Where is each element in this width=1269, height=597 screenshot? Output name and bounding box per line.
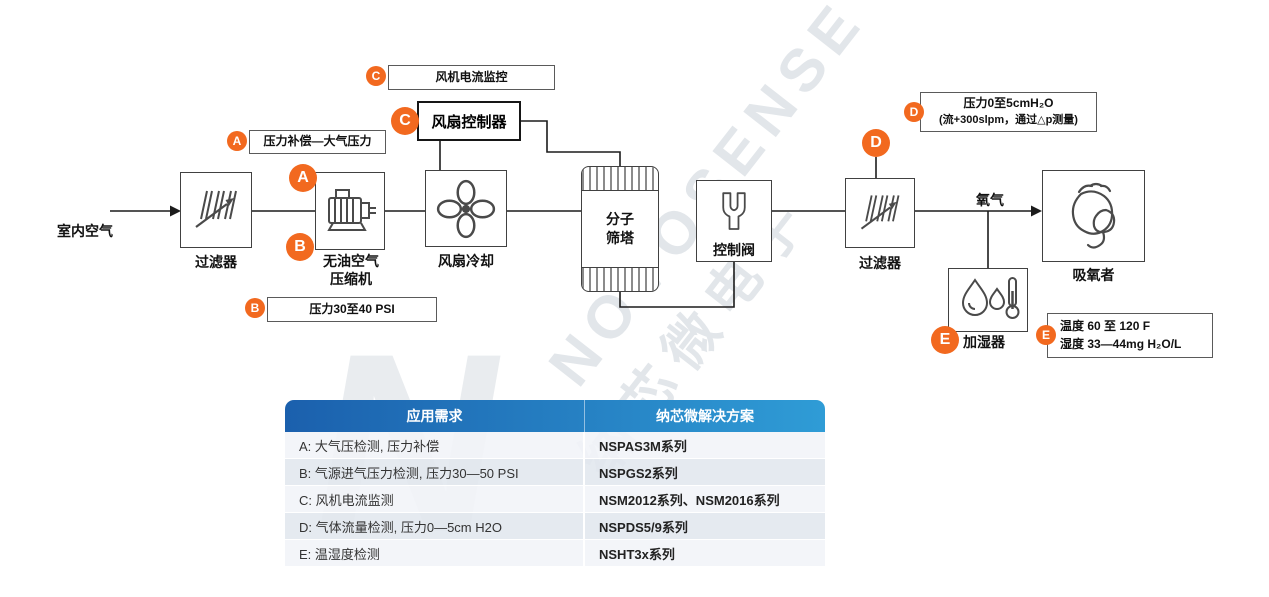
inlet-air-label: 室内空气 xyxy=(57,223,113,239)
fan-controller-label: 风扇控制器 xyxy=(431,113,507,131)
fan-cooling-label: 风扇冷却 xyxy=(438,253,494,269)
callout-d-box: 压力0至5cmH₂O (流+300slpm，通过△p测量) xyxy=(920,92,1097,132)
callout-b-badge: B xyxy=(245,298,265,318)
filter-label-2: 过滤器 xyxy=(859,255,901,271)
humidifier-label: 加湿器 xyxy=(963,334,1005,350)
filter-icon xyxy=(195,190,237,228)
table-body: A: 大气压检测, 压力补偿 NSPAS3M系列 B: 气源进气压力检测, 压力… xyxy=(285,432,825,567)
callout-e-line1: 温度 60 至 120 F xyxy=(1060,319,1151,334)
compressor-box xyxy=(315,172,385,250)
table-header-solution: 纳芯微解决方案 xyxy=(656,408,754,424)
need-cell: A: 大气压检测, 压力补偿 xyxy=(285,432,585,458)
callout-a-badge: A xyxy=(227,131,247,151)
callout-e-box: 温度 60 至 120 F 湿度 33—44mg H₂O/L xyxy=(1047,313,1213,358)
compressor-label: 无油空气 压缩机 xyxy=(310,252,392,288)
table-header-need: 应用需求 xyxy=(285,400,585,432)
filter-box-2 xyxy=(845,178,915,248)
callout-c-text: 风机电流监控 xyxy=(435,69,508,84)
callout-c-box: 风机电流监控 xyxy=(388,65,555,90)
point-badge-a: A xyxy=(289,164,317,192)
callout-a-box: 压力补偿—大气压力 xyxy=(249,130,386,154)
sieve-bed-bottom xyxy=(582,267,658,291)
fan-controller-box: 风扇控制器 xyxy=(417,101,521,141)
solutions-table: 应用需求 纳芯微解决方案 A: 大气压检测, 压力补偿 NSPAS3M系列 B:… xyxy=(285,400,825,567)
sieve-label: 分子 筛塔 xyxy=(582,191,658,267)
filter-icon xyxy=(860,195,900,230)
compressor-label-line2: 压缩机 xyxy=(330,271,372,288)
callout-e-badge: E xyxy=(1036,325,1056,345)
point-badge-d: D xyxy=(862,129,890,157)
callout-d-badge: D xyxy=(904,102,924,122)
compressor-label-line1: 无油空气 xyxy=(323,253,379,269)
table-row-c: C: 风机电流监测 NSM2012系列、NSM2016系列 xyxy=(285,486,825,513)
humidifier-box xyxy=(948,268,1028,332)
sieve-bed-top xyxy=(582,167,658,191)
humidity-temperature-icon xyxy=(961,277,1020,319)
need-cell: B: 气源进气压力检测, 压力30—50 PSI xyxy=(285,459,585,485)
oxygen-mask-person-icon xyxy=(1071,182,1115,249)
callout-e-line2: 湿度 33—44mg H₂O/L xyxy=(1060,336,1182,351)
table-header: 应用需求 纳芯微解决方案 xyxy=(285,400,825,432)
callout-b-box: 压力30至40 PSI xyxy=(267,297,437,322)
need-cell: E: 温湿度检测 xyxy=(285,540,585,566)
sieve-label-line1: 分子 xyxy=(606,211,634,228)
filter-label-1: 过滤器 xyxy=(195,254,237,270)
solution-cell: NSHT3x系列 xyxy=(599,546,675,562)
table-row-a: A: 大气压检测, 压力补偿 NSPAS3M系列 xyxy=(285,432,825,459)
control-valve-box: 控制阀 xyxy=(696,180,772,262)
oxygen-label: 氧气 xyxy=(976,192,1004,208)
callout-c-badge: C xyxy=(366,66,386,86)
control-valve-label: 控制阀 xyxy=(713,242,755,258)
need-cell: D: 气体流量检测, 压力0—5cm H2O xyxy=(285,513,585,539)
compressor-icon xyxy=(327,189,376,231)
solution-cell: NSPAS3M系列 xyxy=(599,438,687,454)
table-row-d: D: 气体流量检测, 压力0—5cm H2O NSPDS5/9系列 xyxy=(285,513,825,540)
valve-icon xyxy=(722,192,746,230)
solution-cell: NSPGS2系列 xyxy=(599,465,678,481)
callout-d-line1: 压力0至5cmH₂O xyxy=(963,96,1054,111)
filter-box-1 xyxy=(180,172,252,248)
point-badge-c: C xyxy=(391,107,419,135)
point-badge-e: E xyxy=(931,326,959,354)
callout-a-text: 压力补偿—大气压力 xyxy=(263,134,372,149)
callout-b-text: 压力30至40 PSI xyxy=(309,301,395,316)
sieve-label-line2: 筛塔 xyxy=(606,230,634,246)
oxygen-user-box xyxy=(1042,170,1145,262)
solution-cell: NSPDS5/9系列 xyxy=(599,519,688,535)
molecular-sieve-tower: 分子 筛塔 xyxy=(581,166,659,292)
need-cell: C: 风机电流监测 xyxy=(285,486,585,512)
fan-cooling-box xyxy=(425,170,507,247)
oxygen-user-label: 吸氧者 xyxy=(1072,267,1115,283)
fan-icon xyxy=(436,179,496,238)
callout-d-line2: (流+300slpm，通过△p测量) xyxy=(939,113,1078,126)
table-row-b: B: 气源进气压力检测, 压力30—50 PSI NSPGS2系列 xyxy=(285,459,825,486)
table-row-e: E: 温湿度检测 NSHT3x系列 xyxy=(285,540,825,567)
solution-cell: NSM2012系列、NSM2016系列 xyxy=(599,492,780,508)
point-badge-b: B xyxy=(286,233,314,261)
